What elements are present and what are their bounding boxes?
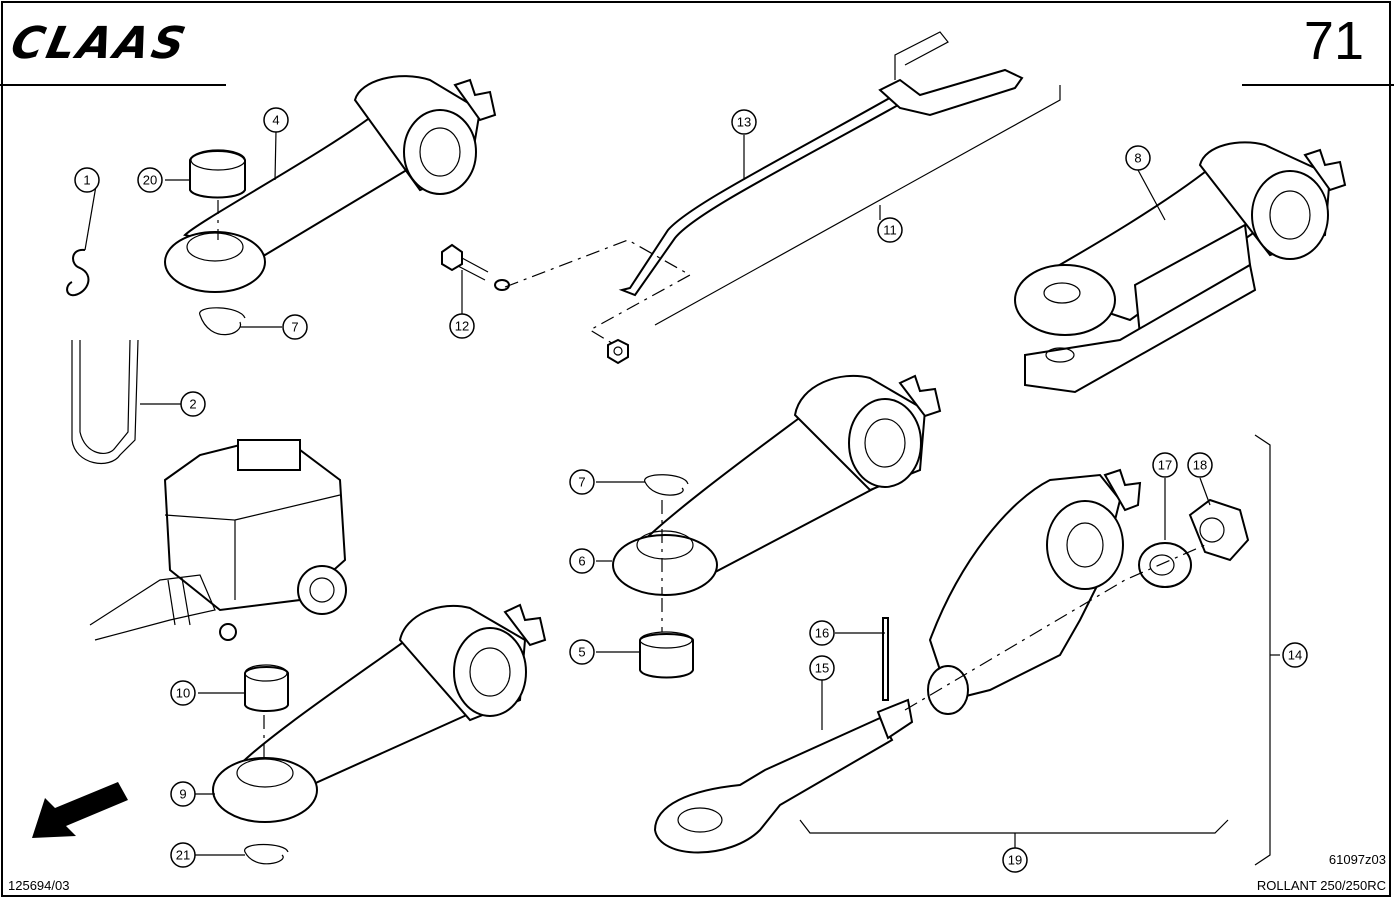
svg-text:13: 13 <box>737 115 751 130</box>
callout-1: 1 <box>74 167 100 193</box>
callout-8: 8 <box>1125 145 1151 171</box>
svg-text:15: 15 <box>815 661 829 676</box>
svg-text:7: 7 <box>291 320 298 335</box>
svg-text:5: 5 <box>578 645 585 660</box>
svg-text:18: 18 <box>1193 458 1207 473</box>
centre-lines <box>217 200 1206 760</box>
header-rule-left <box>0 84 226 86</box>
callout-5: 5 <box>569 639 595 665</box>
svg-text:4: 4 <box>272 113 279 128</box>
callout-7-center: 7 <box>569 469 595 495</box>
assembly-part-14 <box>653 468 1250 854</box>
svg-text:2: 2 <box>189 397 196 412</box>
callout-20: 20 <box>137 167 163 193</box>
arm-part-4 <box>164 75 497 336</box>
svg-text:1: 1 <box>83 173 90 188</box>
callout-13: 13 <box>731 109 757 135</box>
callout-19: 19 <box>1002 847 1028 873</box>
svg-text:19: 19 <box>1008 853 1022 868</box>
model-label: ROLLANT 250/250RC <box>1256 878 1386 893</box>
callout-6: 6 <box>569 548 595 574</box>
rod-part-13 <box>618 31 1024 297</box>
callout-18: 18 <box>1187 452 1213 478</box>
drawing-reference: 125694/03 <box>8 878 70 893</box>
svg-text:14: 14 <box>1288 648 1302 663</box>
baler-machine-illustration <box>89 439 347 641</box>
figure-reference: 61097z03 <box>1328 852 1386 867</box>
arm-part-9 <box>212 603 547 865</box>
callout-9: 9 <box>170 781 196 807</box>
bolt-and-nut <box>441 243 629 365</box>
callout-14: 14 <box>1282 642 1308 668</box>
callout-15: 15 <box>809 655 835 681</box>
callout-16: 16 <box>809 620 835 646</box>
svg-text:8: 8 <box>1134 151 1141 166</box>
svg-text:11: 11 <box>883 223 897 238</box>
arm-part-6 <box>612 374 942 679</box>
direction-arrow-icon <box>32 782 128 838</box>
callout-4: 4 <box>263 107 289 133</box>
callout-17: 17 <box>1152 452 1178 478</box>
callout-10: 10 <box>170 680 196 706</box>
header-rule-right <box>1242 84 1394 86</box>
callout-21: 21 <box>170 842 196 868</box>
s-hook-chain <box>66 248 139 464</box>
svg-text:12: 12 <box>455 319 469 334</box>
svg-text:9: 9 <box>179 787 186 802</box>
svg-text:20: 20 <box>143 173 157 188</box>
page-number: 71 <box>1303 11 1364 71</box>
svg-text:21: 21 <box>176 848 190 863</box>
callout-7-top: 7 <box>282 314 308 340</box>
svg-text:16: 16 <box>815 626 829 641</box>
bracket-lines <box>654 85 1271 866</box>
arm-part-8 <box>1014 141 1347 394</box>
callout-12: 12 <box>449 313 475 339</box>
callout-2: 2 <box>180 391 206 417</box>
svg-text:10: 10 <box>176 686 190 701</box>
callout-11: 11 <box>877 217 903 243</box>
svg-text:17: 17 <box>1158 458 1172 473</box>
svg-text:6: 6 <box>578 554 585 569</box>
svg-text:7: 7 <box>578 475 585 490</box>
